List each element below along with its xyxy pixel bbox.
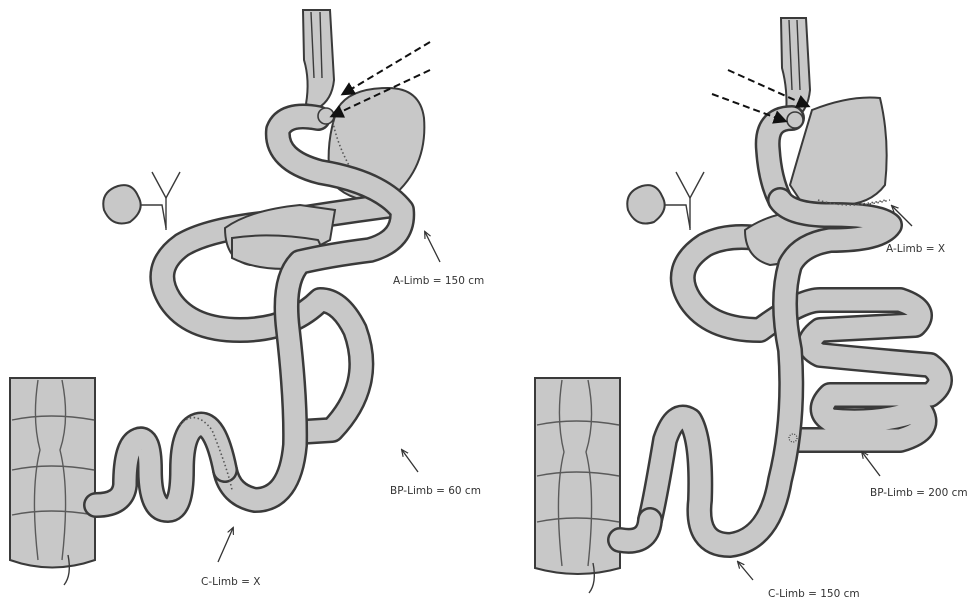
right-colon xyxy=(535,378,620,574)
left-anastomosis xyxy=(318,108,334,124)
left-c-limb-leader xyxy=(218,528,233,562)
left-gallbladder xyxy=(103,172,180,230)
left-a-limb-leader xyxy=(425,232,440,262)
right-bp-limb-leader xyxy=(862,452,880,476)
right-esophagus xyxy=(781,18,810,118)
left-a-limb-label: A-Limb = 150 cm xyxy=(393,275,484,287)
right-anastomosis xyxy=(787,112,803,128)
left-bp-limb-label: BP-Limb = 60 cm xyxy=(390,485,481,497)
right-gallbladder xyxy=(627,172,704,230)
left-colon xyxy=(10,378,95,568)
left-diagram: A-Limb = 150 cm BP-Limb = 60 cm C-Limb =… xyxy=(10,10,484,588)
left-esophagus xyxy=(303,10,334,108)
right-c-limb-leader xyxy=(738,562,753,580)
right-a-limb-label: A-Limb = X xyxy=(886,243,945,255)
right-arrow-lower xyxy=(712,94,785,121)
right-bp-limb-label: BP-Limb = 200 cm xyxy=(870,487,968,499)
right-remnant-stomach xyxy=(790,98,887,206)
right-diagram: A-Limb = X BP-Limb = 200 cm C-Limb = 150… xyxy=(535,18,968,600)
left-c-limb-label: C-Limb = X xyxy=(201,576,260,588)
left-arrow-upper xyxy=(343,42,430,94)
right-c-limb-label: C-Limb = 150 cm xyxy=(768,588,860,600)
left-bp-limb-leader xyxy=(402,450,418,472)
